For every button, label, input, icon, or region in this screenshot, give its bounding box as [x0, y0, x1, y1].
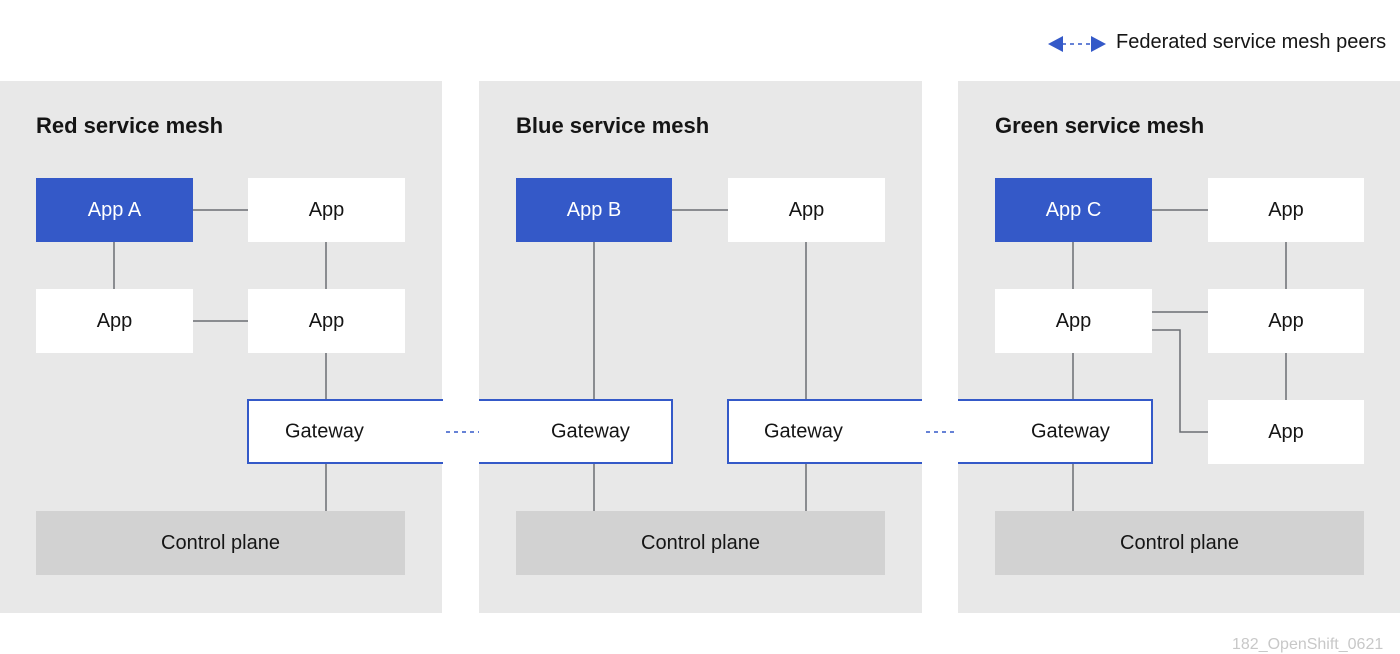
red-app-mid-right: App — [248, 289, 405, 353]
green-app-top-right: App — [1208, 178, 1364, 242]
blue-mesh-title: Blue service mesh — [516, 113, 710, 138]
app-b-box: App B — [516, 178, 672, 242]
green-app-bottom-right: App — [1208, 400, 1364, 464]
app-a-box: App A — [36, 178, 193, 242]
red-gateway-label: Gateway — [285, 420, 364, 442]
blue-gateway-right: Gateway — [727, 399, 922, 464]
legend-arrowhead-left — [1048, 36, 1063, 52]
blue-gateway-left: Gateway — [479, 399, 673, 464]
red-app-top-right: App — [248, 178, 405, 242]
red-gateway: Gateway — [247, 399, 443, 464]
blue-gateway-left-label: Gateway — [551, 420, 630, 442]
red-control-plane: Control plane — [36, 511, 405, 575]
green-gateway: Gateway — [958, 399, 1153, 464]
blue-gateway-right-label: Gateway — [764, 420, 843, 442]
blue-control-plane: Control plane — [516, 511, 885, 575]
red-app-mid-left: App — [36, 289, 193, 353]
green-control-plane: Control plane — [995, 511, 1364, 575]
figure-id-footnote: 182_OpenShift_0621 — [1232, 636, 1384, 653]
app-c-box: App C — [995, 178, 1152, 242]
green-gateway-label: Gateway — [1031, 420, 1110, 442]
green-mesh-title: Green service mesh — [995, 113, 1205, 138]
red-mesh-title: Red service mesh — [36, 113, 224, 138]
legend-arrowhead-right — [1091, 36, 1106, 52]
green-app-mid-left: App — [995, 289, 1152, 353]
legend-label: Federated service mesh peers — [1116, 31, 1387, 53]
blue-app-top-right: App — [728, 178, 885, 242]
green-app-mid-right: App — [1208, 289, 1364, 353]
